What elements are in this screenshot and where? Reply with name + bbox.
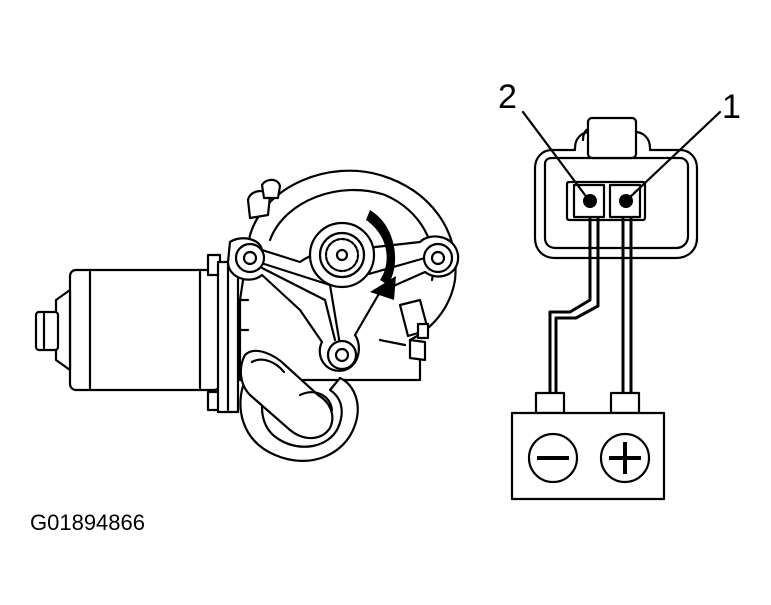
terminal-1-number: 1	[722, 88, 741, 126]
plus-icon	[599, 432, 651, 484]
housing-details	[238, 298, 407, 347]
connector-plug	[533, 116, 699, 260]
power-window-motor	[34, 169, 460, 462]
leader-line-terminal-2	[521, 110, 590, 201]
motor-body	[34, 253, 222, 412]
clockwise-arrow-icon	[366, 210, 396, 300]
leader-line-terminal-1	[626, 110, 722, 201]
wire-terminal-1-to-positive	[621, 218, 633, 395]
terminal-2-number: 2	[498, 78, 517, 116]
mounting-boss-right	[422, 242, 454, 274]
output-shaft	[308, 221, 376, 289]
mounting-boss-left	[234, 242, 266, 274]
minus-icon	[527, 432, 579, 484]
motor-connector-socket	[398, 298, 430, 362]
mounting-boss-bottom	[326, 339, 358, 371]
wire-terminal-2-to-negative	[548, 218, 600, 395]
figure-id: G01894866	[30, 510, 145, 535]
cable-guide	[239, 349, 359, 462]
mounting-flange	[216, 260, 240, 414]
battery	[510, 391, 666, 501]
